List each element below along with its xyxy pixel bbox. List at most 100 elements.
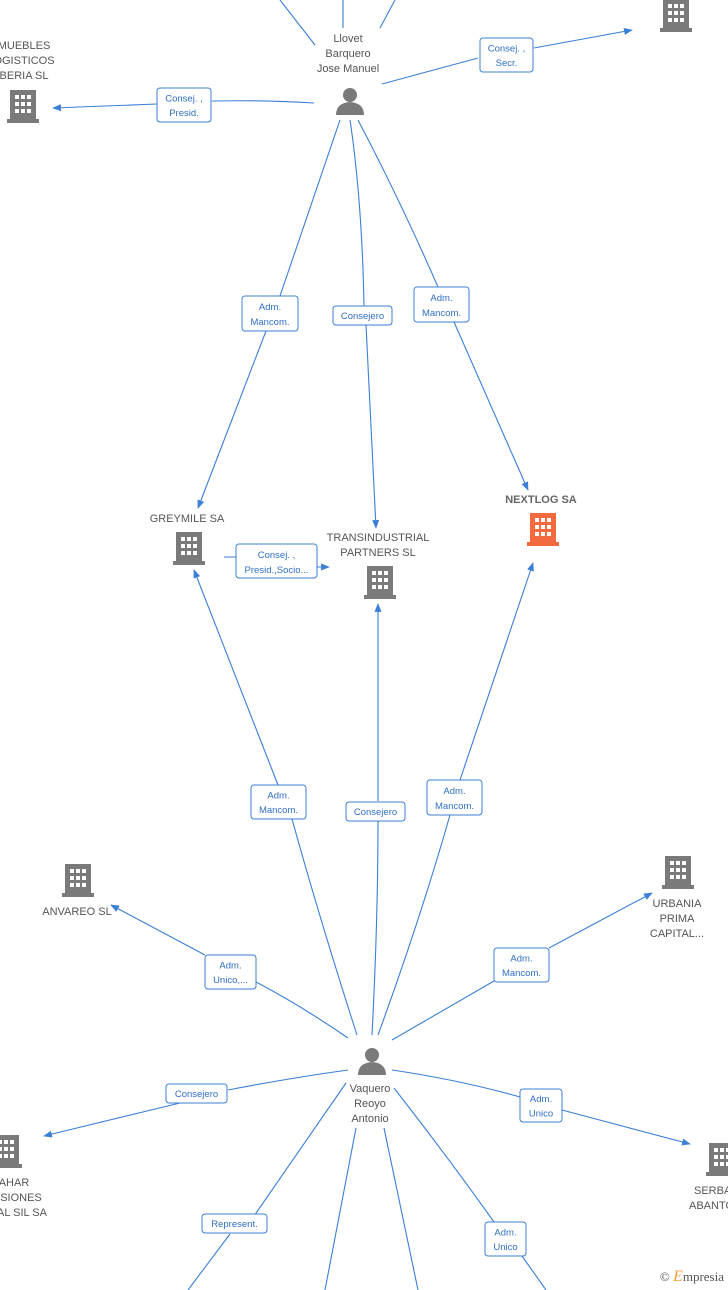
svg-text:Unico: Unico [529,1109,553,1120]
edge-llovet-greymile [198,119,341,508]
building-icon [173,532,205,565]
svg-text:Adm.: Adm. [267,791,289,802]
edge-label-consej-presid[interactable]: Consej. , Presid. [156,87,212,123]
edges [44,0,690,1290]
node-vaquero[interactable]: Vaquero Reoyo Antonio [350,1048,391,1125]
svg-text:Mancom.: Mancom. [435,801,474,812]
node-name: PARTNERS SL [340,547,415,559]
edge-llovet-presid [53,101,315,108]
edge-label-vaq-trans[interactable]: Consejero [345,801,406,822]
edge-llovet-top-3 [379,0,396,29]
node-anvareo[interactable]: ANVAREO SL [42,864,112,918]
empresia-watermark: © Empresia [660,1268,724,1286]
edge-label-adm-mancom-greymile[interactable]: Adm. Mancom. [241,295,299,332]
node-serba[interactable]: SERBA ABANTO [689,1143,728,1212]
edge-label-vaq-serba[interactable]: Adm. Unico [519,1088,563,1123]
edge-llovet-nextlog [357,119,528,490]
edge-llovet-trans [349,119,376,528]
node-transindustrial[interactable]: TRANSINDUSTRIAL PARTNERS SL [327,532,430,599]
svg-text:Mancom.: Mancom. [502,968,541,979]
node-name: Jose Manuel [317,63,379,75]
building-icon [62,864,94,897]
edge-label-vaq-nextlog[interactable]: Adm. Mancom. [426,779,483,816]
node-name: GREYMILE SA [150,513,225,525]
edge-llovet-top-1 [279,0,316,46]
building-icon [0,1135,22,1168]
node-name: SIONES [0,1192,42,1204]
svg-text:Presid.,Socio...: Presid.,Socio... [245,565,309,576]
brand-initial: E [673,1268,683,1285]
edge-label-adm-mancom-nextlog[interactable]: Adm. Mancom. [413,286,470,323]
edge-label-vaq-anvareo[interactable]: Adm. Unico,... [204,954,257,990]
edge-label-vaq-urbania[interactable]: Adm. Mancom. [493,947,550,983]
svg-text:Consejero: Consejero [341,311,384,322]
svg-text:Represent.: Represent. [211,1219,257,1230]
node-name: Vaquero [350,1083,391,1095]
node-name: TRANSINDUSTRIAL [327,532,430,544]
building-icon [660,0,692,32]
edge-vaq-ahar [44,1069,349,1136]
edge-vaq-anvareo [111,905,349,1039]
svg-text:Unico,...: Unico,... [213,975,248,986]
svg-text:Unico: Unico [493,1242,517,1253]
edge-vaq-trans [372,604,378,1036]
svg-text:Adm.: Adm. [430,293,452,304]
node-name: ANVAREO SL [42,906,112,918]
node-urbania[interactable]: URBANIA PRIMA CAPITAL... [650,856,704,940]
edge-vaq-bottom-right [393,1087,547,1290]
svg-text:Adm.: Adm. [259,302,281,313]
svg-text:Adm.: Adm. [494,1228,516,1239]
person-icon [336,88,364,115]
node-name: OGISTICOS [0,55,55,67]
node-name: BERIA SL [0,70,48,82]
node-inmuebles[interactable]: MUEBLES OGISTICOS BERIA SL [0,40,55,123]
node-ahar[interactable]: AHAR SIONES AL SIL SA [0,1135,48,1219]
copyright-symbol: © [659,1269,670,1284]
building-icon [527,513,559,546]
svg-text:Consej. ,: Consej. , [488,44,526,55]
node-name: URBANIA [653,898,703,910]
svg-text:Consejero: Consejero [354,807,397,818]
svg-text:Consej. ,: Consej. , [258,550,296,561]
edge-vaq-bottom-1 [324,1127,357,1290]
edge-label-consej-presid-socio[interactable]: Consej. , Presid.,Socio... [235,543,318,579]
svg-text:Secr.: Secr. [496,58,518,69]
edge-vaq-serba [391,1069,690,1144]
brand-name: mpresia [682,1269,724,1284]
svg-text:Adm.: Adm. [530,1094,552,1105]
edge-label-vaq-bottom-right[interactable]: Adm. Unico [484,1221,527,1257]
svg-text:Presid.: Presid. [169,108,199,119]
svg-text:Consej. ,: Consej. , [165,94,203,105]
node-name: Reoyo [354,1098,386,1110]
building-icon [364,566,396,599]
node-name: Antonio [351,1113,388,1125]
node-top-right[interactable] [660,0,692,32]
edge-llovet-secr [381,30,632,85]
edge-label-represent[interactable]: Represent. [201,1213,268,1234]
node-greymile[interactable]: GREYMILE SA [150,513,225,565]
node-name: Llovet [333,33,362,45]
edge-label-vaq-ahar[interactable]: Consejero [165,1083,228,1104]
node-name: MUEBLES [0,40,50,52]
svg-text:Adm.: Adm. [443,786,465,797]
node-nextlog[interactable]: NEXTLOG SA [505,494,577,546]
svg-text:Mancom.: Mancom. [259,805,298,816]
svg-text:Mancom.: Mancom. [422,308,461,319]
edge-label-consej-secr[interactable]: Consej. , Secr. [479,37,534,73]
edge-label-consejero-trans[interactable]: Consejero [332,305,393,326]
edge-vaq-bottom-2 [383,1127,419,1290]
node-name: ABANTO [689,1200,728,1212]
node-name: CAPITAL... [650,928,704,940]
edge-label-vaq-greymile[interactable]: Adm. Mancom. [250,784,307,820]
node-name: PRIMA [660,913,696,925]
svg-text:Consejero: Consejero [175,1089,218,1100]
node-name: SERBA [694,1185,728,1197]
node-name: Barquero [325,48,370,60]
svg-text:Mancom.: Mancom. [250,317,289,328]
node-llovet[interactable]: Llovet Barquero Jose Manuel [317,33,379,115]
building-icon [7,90,39,123]
edge-vaq-nextlog [377,563,533,1036]
svg-text:Adm.: Adm. [510,954,532,965]
building-icon [662,856,694,889]
